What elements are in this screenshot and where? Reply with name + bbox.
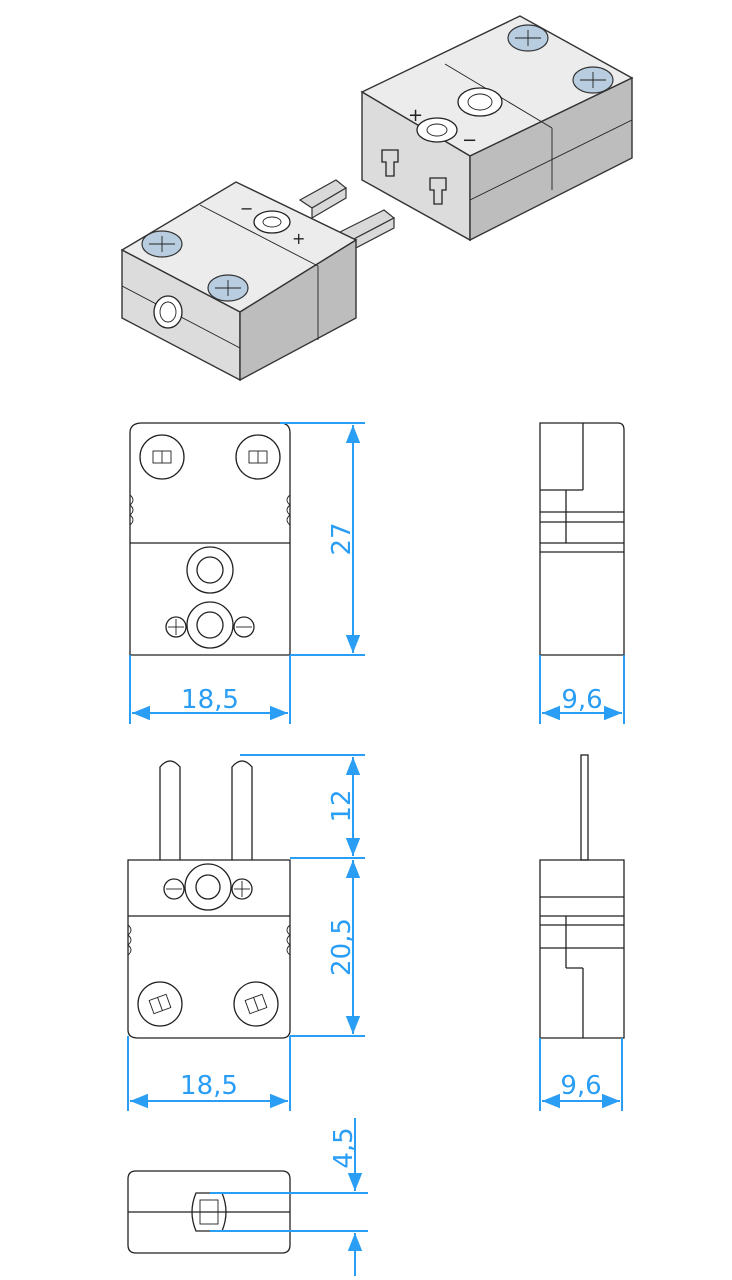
plug-side-view — [539, 754, 625, 1039]
plug-height-label: 20,5 — [327, 918, 357, 976]
socket-height-label: 27 — [327, 522, 357, 555]
dimension-plug-depth: 9,6 — [539, 1038, 623, 1111]
svg-text:+: + — [292, 229, 305, 248]
plug-front-view — [127, 760, 291, 1039]
cable-hole-label: 4,5 — [329, 1127, 359, 1168]
socket-depth-label: 9,6 — [561, 685, 602, 715]
plug-pin-length-label: 12 — [327, 789, 357, 822]
bottom-view — [127, 1170, 291, 1254]
socket-front-view — [129, 422, 291, 656]
socket-width-label: 18,5 — [181, 685, 239, 715]
dimension-socket-width: 18,5 — [129, 655, 291, 724]
plug-3d: − + — [120, 179, 396, 382]
svg-text:+: + — [408, 105, 423, 126]
socket-3d: + − — [360, 15, 634, 242]
svg-text:−: − — [240, 199, 253, 218]
dimension-socket-height: 27 — [280, 422, 365, 656]
isometric-view: + − — [120, 15, 634, 382]
dimension-plug-height: 20,5 — [290, 860, 365, 1037]
dimension-cable-hole: 4,5 — [210, 1118, 368, 1276]
dimension-plug-pin-length: 12 — [240, 754, 365, 859]
svg-text:−: − — [462, 130, 477, 151]
dimension-plug-width: 18,5 — [127, 1036, 291, 1111]
plug-depth-label: 9,6 — [560, 1071, 601, 1101]
socket-side-view — [539, 422, 625, 656]
plug-width-label: 18,5 — [180, 1071, 238, 1101]
dimension-socket-depth: 9,6 — [539, 655, 625, 724]
